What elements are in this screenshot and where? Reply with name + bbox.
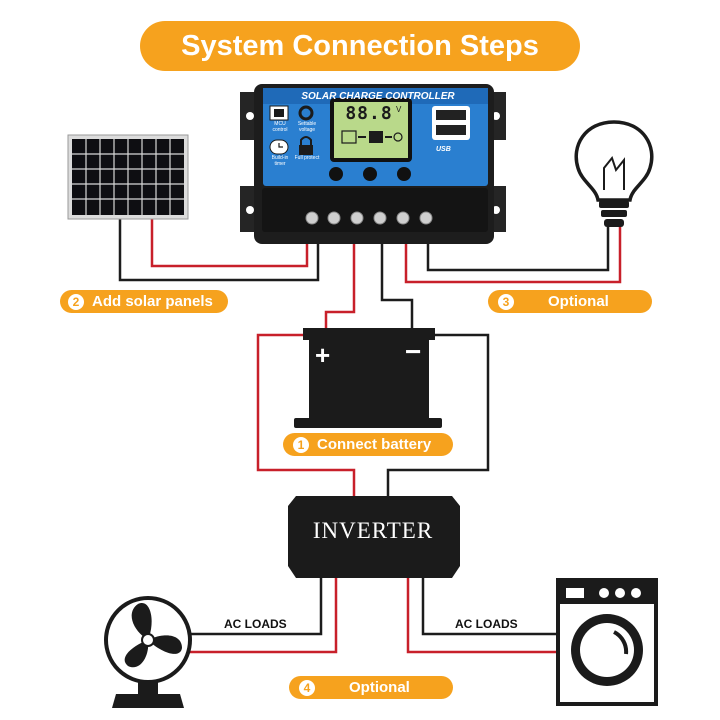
step-solar-badge: 2 Add solar panels bbox=[60, 290, 228, 313]
controller-title: SOLAR CHARGE CONTROLLER bbox=[301, 91, 455, 102]
controller-label-protect: Full protect bbox=[294, 155, 320, 161]
fan-wire-red bbox=[188, 578, 338, 654]
title-text: System Connection Steps bbox=[181, 29, 539, 62]
step-label: Optional bbox=[548, 293, 609, 310]
battery-wire-red bbox=[324, 228, 356, 338]
washing-machine-icon bbox=[556, 578, 658, 706]
step-optional-bottom-badge: 4 Optional bbox=[289, 676, 453, 699]
fan-wire-black bbox=[188, 578, 323, 636]
ac-loads-label-right: AC LOADS bbox=[455, 617, 518, 631]
solar-wire-black bbox=[118, 218, 320, 282]
page-title: System Connection Steps bbox=[140, 21, 580, 71]
step-label: Optional bbox=[349, 679, 410, 696]
inverter-wire-red bbox=[256, 333, 356, 497]
inverter-wire-black bbox=[386, 333, 490, 497]
step-label: Add solar panels bbox=[92, 293, 213, 310]
step-optional-top-badge: 3 Optional bbox=[488, 290, 652, 313]
step-number: 3 bbox=[498, 293, 514, 310]
controller-label-mcu: MCU control bbox=[272, 121, 288, 133]
battery-wire-black bbox=[380, 228, 414, 338]
inverter-label: INVERTER bbox=[312, 518, 434, 543]
bulb-wire-red bbox=[404, 226, 622, 284]
step-number: 1 bbox=[293, 436, 309, 453]
step-number: 2 bbox=[68, 293, 84, 310]
light-bulb-icon bbox=[574, 120, 654, 227]
wires bbox=[118, 218, 622, 654]
controller-label-settable: Settable voltage bbox=[297, 121, 317, 133]
usb-label: USB bbox=[436, 146, 451, 153]
battery-negative-terminal: − bbox=[405, 336, 422, 367]
controller-label-timer: Build-in timer bbox=[271, 155, 289, 167]
lcd-display-unit: V bbox=[396, 105, 402, 114]
step-number: 4 bbox=[299, 679, 315, 696]
washer-wire-black bbox=[421, 578, 558, 636]
battery-positive-terminal: + bbox=[315, 340, 331, 370]
solar-panel bbox=[67, 134, 189, 220]
bulb-wire-black bbox=[426, 226, 610, 272]
step-label: Connect battery bbox=[317, 436, 432, 453]
ac-loads-label-left: AC LOADS bbox=[224, 617, 287, 631]
lcd-display-digits: 88.8 bbox=[345, 103, 393, 124]
washer-wire-red bbox=[406, 578, 558, 654]
charge-controller bbox=[240, 84, 506, 244]
step-battery-badge: 1 Connect battery bbox=[283, 433, 453, 456]
inverter-box bbox=[288, 496, 460, 578]
fan-icon bbox=[104, 596, 192, 708]
battery-icon bbox=[294, 328, 442, 428]
